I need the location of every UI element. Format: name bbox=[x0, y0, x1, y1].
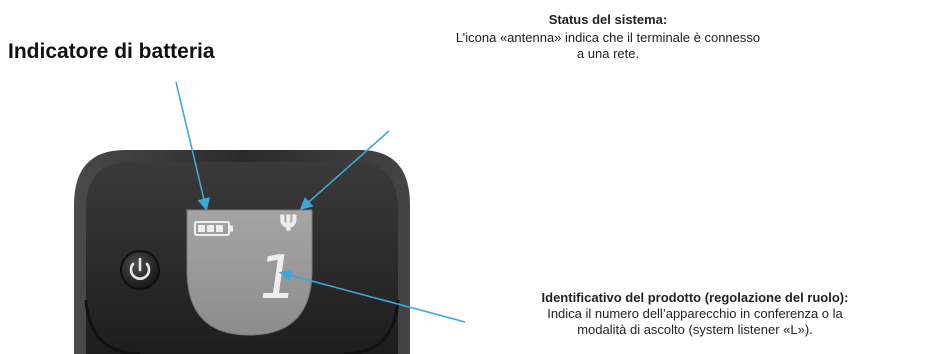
system-status-line-2: a una rete. bbox=[576, 46, 640, 61]
battery-indicator-title: Indicatore di batteria bbox=[8, 40, 215, 63]
system-status-line-1: L’icona «antenna» indica che il terminal… bbox=[455, 30, 761, 45]
power-icon bbox=[129, 257, 151, 280]
system-status-annotation: Status del sistema: L’icona «antenna» in… bbox=[378, 12, 838, 62]
power-button bbox=[120, 250, 160, 290]
product-id-line-2: modalità di ascolto (system listener «L»… bbox=[577, 322, 813, 337]
product-id-heading: Identificativo del prodotto (regolazione… bbox=[541, 290, 849, 305]
product-id-annotation: Identificativo del prodotto (regolazione… bbox=[460, 290, 930, 338]
product-id-line-1: Indica il numero dell’apparecchio in con… bbox=[547, 306, 843, 321]
system-status-heading: Status del sistema: bbox=[548, 12, 668, 27]
battery-icon bbox=[194, 221, 233, 236]
antenna-icon: Ψ bbox=[279, 212, 298, 237]
